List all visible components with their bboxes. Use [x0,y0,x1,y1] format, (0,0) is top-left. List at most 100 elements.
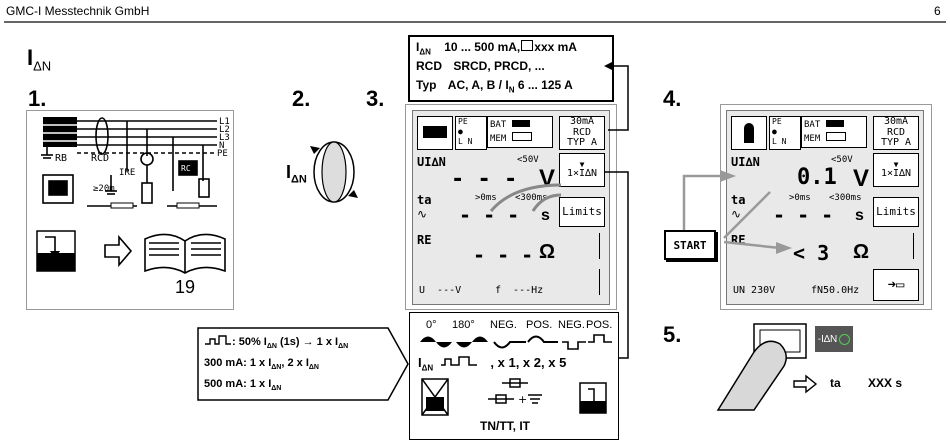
info-r1-sub: ΔN [419,47,431,57]
mult-sym: I [418,355,422,370]
info-row-current: IΔN 10 ... 500 mA,xxx mA [416,40,577,56]
earth-electrode-icon [110,202,200,209]
start-arrows [682,170,792,254]
step1-panel: L1 L2 L3 N PE RB RCD IRE ≥20m RC 19 [26,110,234,310]
label-rb: RB [55,153,67,164]
re-value: - - - [473,243,534,267]
ta-result-label: ta [830,376,841,390]
mult-text: , x 1, x 2, x 5 [490,355,567,370]
transformer-icon [43,117,77,147]
info-r3-text: AC, A, B / I [447,78,509,92]
re-label: RE [417,233,432,247]
page-number: 6 [934,4,941,18]
ta-label: ta [417,193,432,207]
step-2-number: 2. [292,86,311,111]
ia-indicator-text: -I∆N [817,333,838,345]
ta-limit-min-4: >0ms [789,193,811,203]
callout-text: : 50% IΔN (1s) → 1 x IΔN 300 mA: 1 x IΔN… [204,334,348,398]
callout-line-1: : 50% IΔN (1s) → 1 x IΔN [204,334,348,355]
label-l1: L1 [219,117,230,127]
ta-symbol-4: ∿ [731,207,742,221]
info-box: IΔN 10 ... 500 mA,xxx mA RCD SRCD, PRCD,… [408,35,614,102]
start-button[interactable]: START [664,230,716,260]
callout-l2-sub2: ΔN [308,364,319,372]
frequency-reading: f ---Hz [495,285,544,296]
wave-label-0: 0° [426,319,437,331]
pulse-icon [205,335,231,345]
mem-label-4: MEM [804,134,821,144]
info-r1-text: 10 ... 500 mA, [444,40,521,54]
rcd-type-button[interactable]: 30mA RCD TYP A [559,116,605,150]
multiplier-button[interactable]: ▼ 1×I∆N [559,153,605,187]
ia-indicator: -I∆N [815,326,853,352]
label-dist: ≥20m [93,184,115,194]
info-r3-key: Typ [416,78,437,92]
title-sub: ΔN [33,58,52,74]
callout-l2-pre: 300 mA: 1 x I [204,357,272,370]
sel-rcd-4: RCD [886,126,906,138]
connection-indicator: PE●L N [455,116,487,150]
info-r2-key: RCD [416,59,442,73]
company-name: GMC-I Messtechnik GmbH [6,4,150,18]
rotary-label-main: I [286,162,292,182]
rotary-label: IΔN [286,162,307,186]
measuring-device-icon [42,174,74,204]
rotary-switch-icon [36,230,76,272]
info-r1-sym: I [416,40,420,54]
ui-label: UI∆N [417,155,446,169]
bat-mem-status-4: BAT MEM [801,116,867,148]
info-row-type: Typ AC, A, B / IN 6 ... 125 A [416,78,573,94]
sel-type-4: TYP A [880,137,912,149]
rotary-label-sub: ΔN [291,173,307,186]
ui-value: - - - [451,167,518,192]
ui-limit-4: <50V [831,155,853,165]
ta-limit-max: <300ms [515,193,548,203]
nominal-voltage: UN 230V [733,285,776,296]
connector-lines [604,62,629,131]
label-pe: PE [217,149,228,159]
step-1-number: 1. [28,86,47,111]
callout-l1-pre: : 50% I [232,336,267,348]
title-main: I [27,45,34,70]
ta-value-4: - - - [773,203,834,227]
bat-label-4: BAT [804,120,821,130]
header-rule [4,21,946,23]
re-unit: Ω [539,241,556,263]
nominal-frequency: fN50.0Hz [811,285,860,296]
n-label: N [467,137,473,146]
re-value-4: < 3 [793,241,830,265]
info-r3-tail: 6 ... 125 A [517,78,573,92]
battery-icon [825,120,844,127]
pe-label: PE [458,117,468,126]
multiplier-row: IΔN , x 1, x 2, x 5 [418,355,566,373]
callout-shape [197,327,409,401]
ta-symbol: ∿ [417,207,428,221]
ta-limit-max-4: <300ms [829,193,862,203]
connection-indicator-4: PE●L N [769,116,801,150]
ui-limit: <50V [517,155,539,165]
step-5-number: 5. [663,322,682,347]
pointer-arrows [489,183,562,212]
limits-button-4[interactable]: Limits [873,197,919,227]
save-button[interactable]: ➜▭ [873,269,919,301]
power-icon [839,333,851,345]
manual-page-ref: 19 [175,277,196,297]
battery-icon [511,120,530,127]
section-title: IΔN [27,45,51,73]
info-row-rcd: RCD SRCD, PRCD, ... [416,59,545,73]
rcd-type-button-4[interactable]: 30mA RCD TYP A [873,116,919,150]
wave-label-neg-2: NEG. [558,319,585,331]
ta-unit: s [541,207,550,224]
info-r3-sub: N [508,85,515,95]
callout-l1-mid: (1s) → 1 x I [276,336,339,348]
multiplier-button-4[interactable]: ▼ 1×I∆N [873,153,919,187]
callout-l1-sub2: ΔN [338,343,349,351]
callout-l3-pre: 500 mA: 1 x I [204,378,272,391]
waveform-panel: 0° 180° NEG. POS. NEG. POS. IΔN , x 1, x… [409,312,619,440]
ta-value: - - - [459,203,520,227]
sel-current-4: 30mA [883,116,909,128]
limits-button[interactable]: Limits [559,197,605,227]
person-status-icon [731,116,767,150]
edit-icon [521,40,534,51]
step-4-number: 4. [663,86,682,111]
